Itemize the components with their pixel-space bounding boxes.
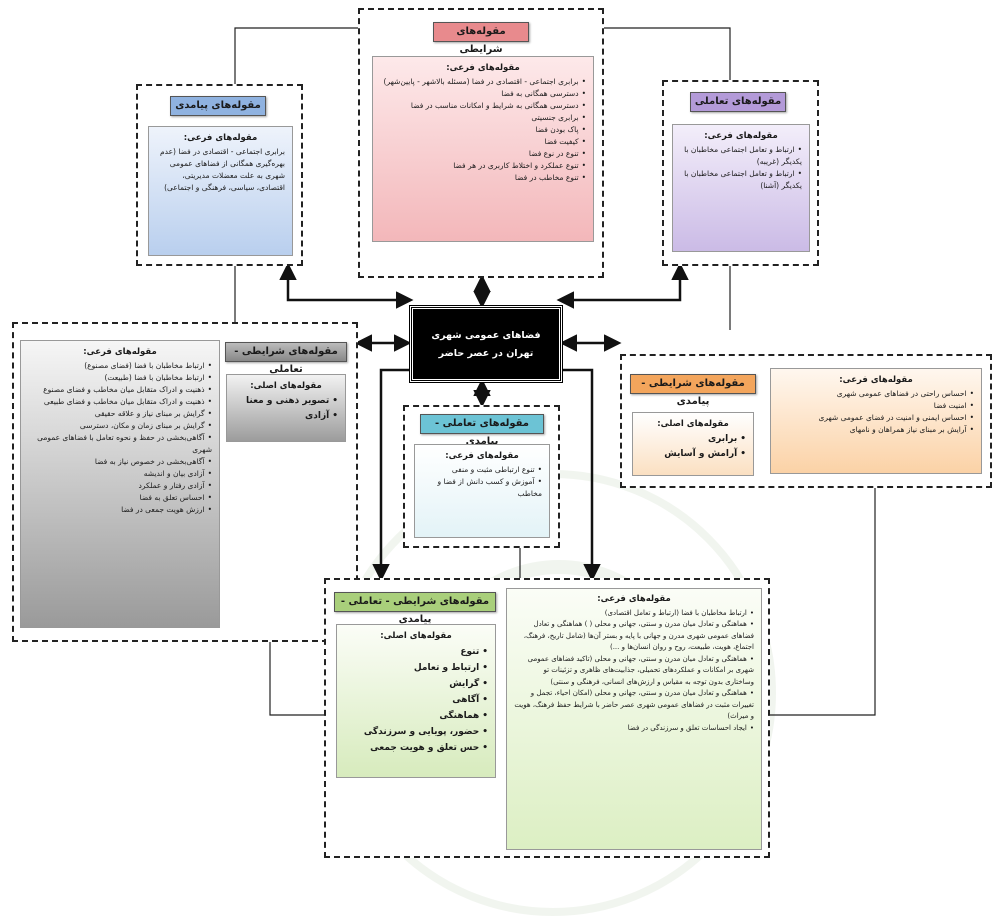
all-categories-title: مقوله‌های شرایطی - تعاملی - پیامدی	[334, 592, 496, 625]
list-item: ارتباط و تعامل	[344, 660, 488, 676]
list-item: احساس ایمنی و امنیت در فضای عمومی شهری	[778, 412, 974, 424]
cond-cons-sub-panel: مقوله‌های فرعی: احساس راحتی در فضاهای عم…	[770, 368, 982, 474]
list-item: آموزش و کسب دانش از فضا و مخاطب	[422, 476, 542, 500]
list-item: دسترسی همگانی به فضا	[380, 88, 586, 100]
list-item: آگاهی	[344, 692, 488, 708]
list-item: آزادی بیان و اندیشه	[28, 468, 212, 480]
interactional-sub-heading: مقوله‌های فرعی:	[704, 131, 778, 141]
all-categories-sub-list: ارتباط مخاطبان با فضا (ارتباط و تعامل اق…	[514, 608, 754, 735]
conditional-panel: مقوله‌های فرعی: برابری اجتماعی - اقتصادی…	[372, 56, 594, 242]
consequential-title: مقوله‌های پیامدی	[170, 96, 266, 116]
list-item: تنوع مخاطب در فضا	[380, 172, 586, 184]
list-item: آزادی رفتار و عملکرد	[28, 480, 212, 492]
list-item: تنوع	[344, 644, 488, 660]
central-concept-line1: فضاهای عمومی شهری	[431, 330, 541, 341]
list-item: ایجاد احساسات تعلق و سرزندگی در فضا	[514, 723, 754, 735]
list-item: تنوع عملکرد و اختلاط کاربری در هر فضا	[380, 160, 586, 172]
consequential-text: برابری اجتماعی - اقتصادی در فضا (عدم بهر…	[160, 147, 285, 192]
list-item: آرامش و آسایش	[640, 447, 746, 462]
list-item: پاک بودن فضا	[380, 124, 586, 136]
list-item: برابری	[640, 432, 746, 447]
list-item: برابری اجتماعی - اقتصادی در فضا (مسئله ب…	[380, 76, 586, 88]
list-item: ذهنیت و ادراک متقابل میان مخاطب و فضای م…	[28, 384, 212, 396]
list-item: گرایش بر مبنای زمان و مکان، دسترسی	[28, 420, 212, 432]
interactional-list: ارتباط و تعامل اجتماعی مخاطبان با یکدیگر…	[680, 144, 802, 192]
list-item: کیفیت فضا	[380, 136, 586, 148]
central-concept-box: فضاهای عمومی شهری تهران در عصر حاضر	[409, 305, 563, 383]
all-categories-main-heading: مقوله‌های اصلی:	[380, 631, 452, 641]
list-item: احساس تعلق به فضا	[28, 492, 212, 504]
list-item: تنوع ارتباطی مثبت و منفی	[422, 464, 542, 476]
cond-inter-main-heading: مقوله‌های اصلی:	[250, 381, 322, 391]
list-item: حس تعلق و هویت جمعی	[344, 740, 488, 756]
list-item: آرایش بر مبنای نیاز همراهان و نامهای	[778, 424, 974, 436]
cond-cons-title: مقوله‌های شرایطی - پیامدی	[630, 374, 756, 407]
interactional-title: مقوله‌های تعاملی	[690, 92, 786, 112]
list-item: ارتباط مخاطبان با فضا (فضای مصنوع)	[28, 360, 212, 372]
list-item: آگاهی‌بخشی در حفظ و نحوه تعامل با فضاهای…	[28, 432, 212, 456]
list-item: ارتباط و تعامل اجتماعی مخاطبان با یکدیگر…	[680, 168, 802, 192]
list-item: گرایش بر مبنای نیاز و علاقه حقیقی	[28, 408, 212, 420]
cond-inter-main-list: تصویر ذهنی و معنا آزادی	[234, 394, 338, 424]
list-item: ارزش هویت جمعی در فضا	[28, 504, 212, 516]
list-item: گرایش	[344, 676, 488, 692]
cond-cons-main-heading: مقوله‌های اصلی:	[657, 419, 729, 429]
cond-cons-sub-heading: مقوله‌های فرعی:	[839, 375, 913, 385]
list-item: ارتباط مخاطبان با فضا (طبیعت)	[28, 372, 212, 384]
inter-cons-list: تنوع ارتباطی مثبت و منفی آموزش و کسب دان…	[422, 464, 542, 500]
list-item: هماهنگی و تعادل میان مدرن و سنتی، جهانی …	[514, 688, 754, 723]
list-item: ارتباط مخاطبان با فضا (ارتباط و تعامل اق…	[514, 608, 754, 620]
list-item: ارتباط و تعامل اجتماعی مخاطبان با یکدیگر…	[680, 144, 802, 168]
list-item: آگاهی‌بخشی در خصوص نیاز به فضا	[28, 456, 212, 468]
cond-inter-sub-heading: مقوله‌های فرعی:	[83, 347, 157, 357]
list-item: امنیت فضا	[778, 400, 974, 412]
list-item: حضور، پویایی و سرزندگی	[344, 724, 488, 740]
cond-inter-sub-list: ارتباط مخاطبان با فضا (فضای مصنوع) ارتبا…	[28, 360, 212, 516]
inter-cons-panel: مقوله‌های فرعی: تنوع ارتباطی مثبت و منفی…	[414, 444, 550, 538]
all-categories-sub-heading: مقوله‌های فرعی:	[597, 594, 671, 604]
all-categories-main-list: تنوع ارتباط و تعامل گرایش آگاهی هماهنگی …	[344, 644, 488, 756]
central-concept-line2: تهران در عصر حاضر	[438, 348, 534, 359]
all-categories-sub-panel: مقوله‌های فرعی: ارتباط مخاطبان با فضا (ا…	[506, 588, 762, 850]
cond-cons-sub-list: احساس راحتی در فضاهای عمومی شهری امنیت ف…	[778, 388, 974, 436]
inter-cons-sub-heading: مقوله‌های فرعی:	[445, 451, 519, 461]
list-item: تنوع در نوع فضا	[380, 148, 586, 160]
consequential-sub-heading: مقوله‌های فرعی:	[183, 133, 258, 143]
list-item: هماهنگی و تعادل میان مدرن و سنتی، جهانی …	[514, 654, 754, 689]
list-item: برابری جنسیتی	[380, 112, 586, 124]
list-item: احساس راحتی در فضاهای عمومی شهری	[778, 388, 974, 400]
connector-lines	[234, 27, 876, 716]
list-item: ذهنیت و ادراک متقابل میان مخاطب و فضای ط…	[28, 396, 212, 408]
all-categories-main-panel: مقوله‌های اصلی: تنوع ارتباط و تعامل گرای…	[336, 624, 496, 778]
interactional-panel: مقوله‌های فرعی: ارتباط و تعامل اجتماعی م…	[672, 124, 810, 252]
inter-cons-title: مقوله‌های تعاملی - پیامدی	[420, 414, 544, 447]
list-item: آزادی	[234, 409, 338, 424]
list-item: هماهنگی	[344, 708, 488, 724]
cond-cons-main-list: برابری آرامش و آسایش	[640, 432, 746, 462]
cond-inter-title: مقوله‌های شرایطی - تعاملی	[225, 342, 347, 375]
conditional-list: برابری اجتماعی - اقتصادی در فضا (مسئله ب…	[380, 76, 586, 184]
cond-inter-main-panel: مقوله‌های اصلی: تصویر ذهنی و معنا آزادی	[226, 374, 346, 442]
cond-inter-sub-panel: مقوله‌های فرعی: ارتباط مخاطبان با فضا (ف…	[20, 340, 220, 628]
list-item: تصویر ذهنی و معنا	[234, 394, 338, 409]
list-item: هماهنگی و تعادل میان مدرن و سنتی، جهانی …	[514, 619, 754, 654]
cond-cons-main-panel: مقوله‌های اصلی: برابری آرامش و آسایش	[632, 412, 754, 476]
conditional-sub-heading: مقوله‌های فرعی:	[446, 63, 520, 73]
conditional-title: مقوله‌های شرایطی	[433, 22, 529, 55]
list-item: دسترسی همگانی به شرایط و امکانات مناسب د…	[380, 100, 586, 112]
consequential-panel: مقوله‌های فرعی: برابری اجتماعی - اقتصادی…	[148, 126, 293, 256]
